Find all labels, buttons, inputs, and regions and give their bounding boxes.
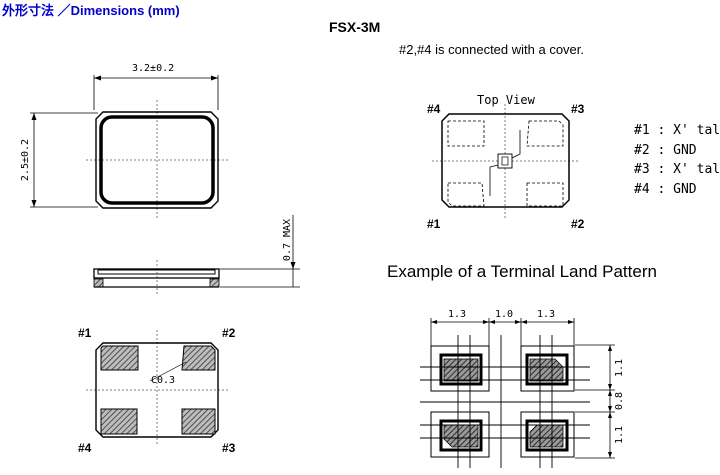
top-view-title: Top View (477, 93, 536, 107)
land-dim-v-3: 1.1 (614, 426, 625, 444)
outline-top-view (30, 75, 228, 220)
height-dimension-label: 2.5±0.2 (20, 139, 31, 181)
top-view-pin-4: #4 (427, 102, 441, 116)
pin-function-3: #3 : X' tal (634, 162, 720, 177)
land-dim-h-1: 1.3 (448, 309, 466, 320)
land-dim-h-3: 1.3 (537, 309, 555, 320)
pin-function-2: #2 : GND (634, 142, 697, 158)
land-dim-v-1: 1.1 (614, 359, 625, 377)
bottom-view-pin-1: #1 (78, 326, 92, 340)
chamfer-label: C0.3 (151, 375, 175, 386)
land-pattern-drawing (420, 318, 615, 468)
top-view-pin-1: #1 (427, 217, 441, 231)
pin-top-view (432, 104, 580, 218)
bottom-view-pin-2: #2 (222, 326, 236, 340)
top-view-pin-3: #3 (571, 102, 585, 116)
land-pattern-title: Example of a Terminal Land Pattern (387, 262, 657, 281)
bottom-view-pin-3: #3 (222, 441, 236, 455)
model-name: FSX-3M (329, 19, 381, 35)
thickness-dimension-label: 0.7 MAX (282, 219, 293, 261)
page-title: 外形寸法 ／Dimensions (mm) (2, 3, 180, 18)
land-dim-v-2: 0.8 (614, 392, 625, 410)
pin-function-1: #1 : X' tal (634, 123, 720, 138)
bottom-view-pin-4: #4 (78, 441, 92, 455)
cover-note: #2,#4 is connected with a cover. (399, 42, 585, 57)
outline-bottom-view (86, 330, 228, 445)
width-dimension-label: 3.2±0.2 (132, 63, 174, 74)
outline-side-view (93, 215, 300, 295)
pin-function-list: #1 : X' tal #2 : GND #3 : X' tal #4 : GN… (634, 121, 720, 199)
top-view-pin-2: #2 (571, 217, 585, 231)
land-dim-h-2: 1.0 (495, 309, 513, 320)
pin-function-4: #4 : GND (634, 181, 697, 197)
